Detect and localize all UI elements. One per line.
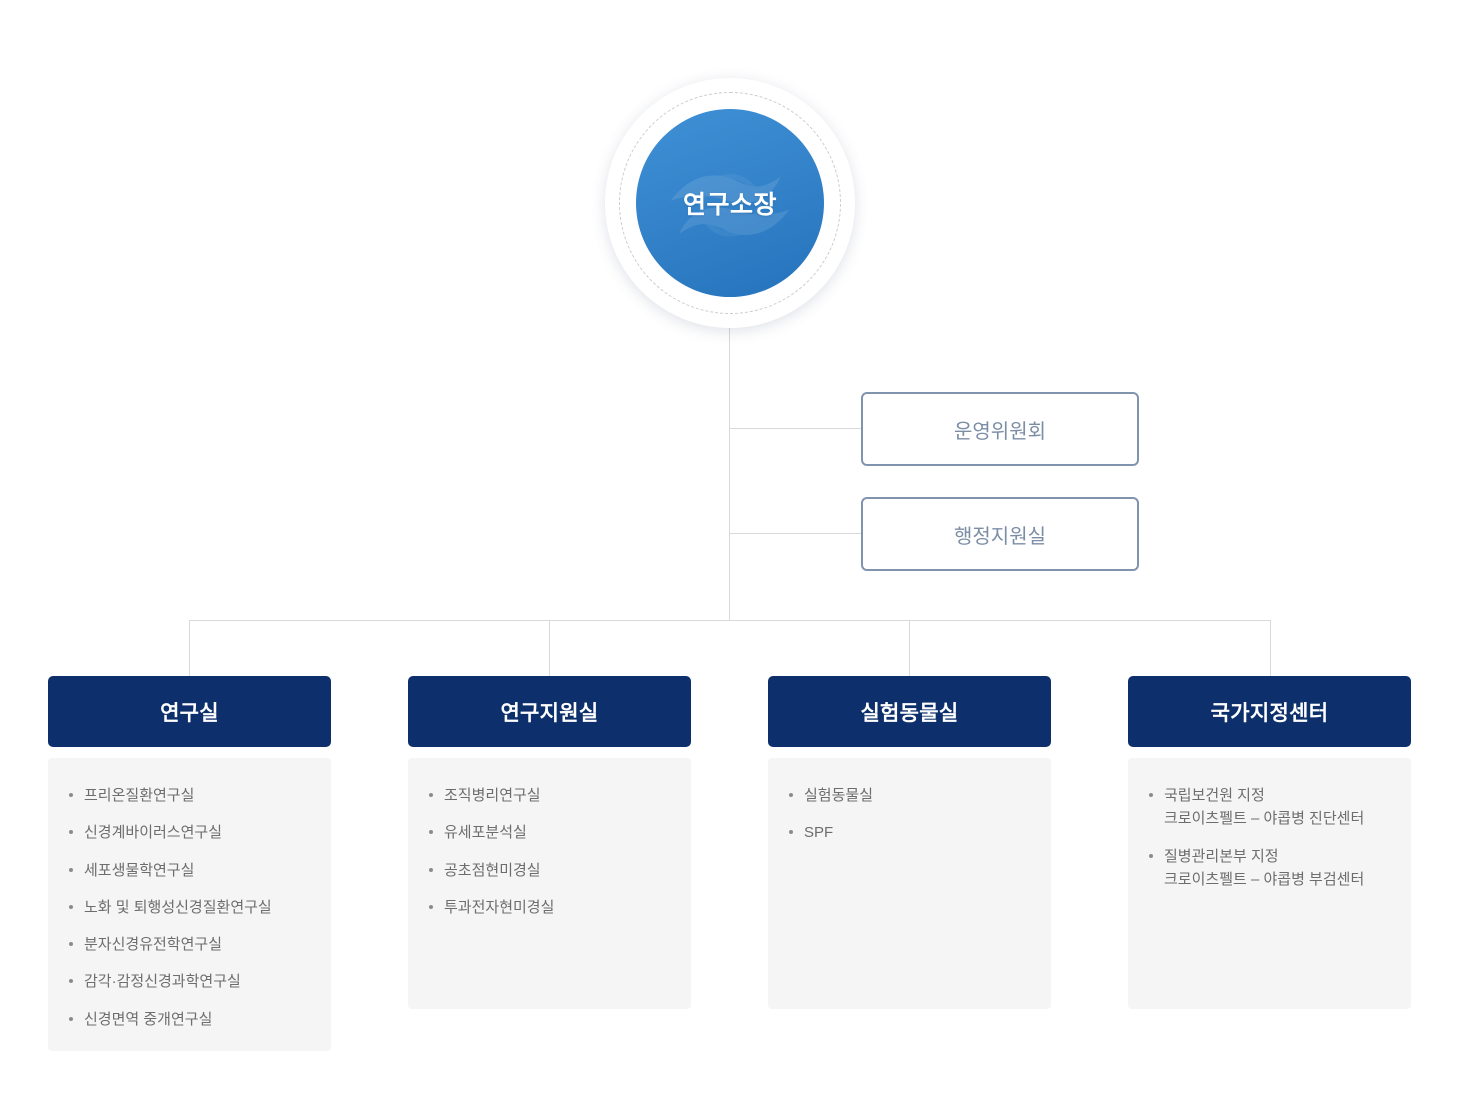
list-item-text: 신경계바이러스연구실 xyxy=(84,824,223,842)
list-item: 신경계바이러스연구실 xyxy=(66,821,313,844)
column-list: 국립보건원 지정 크로이츠펠트 – 야콥병 진단센터 질병관리본부 지정 크로이… xyxy=(1146,784,1393,891)
list-item-text: 질병관리본부 지정 xyxy=(1164,847,1279,865)
connector-drop-2 xyxy=(549,620,550,676)
column-title: 연구지원실 xyxy=(500,701,599,725)
list-item: 공초점현미경실 xyxy=(426,859,673,882)
column-research-labs: 연구실 프리온질환연구실 신경계바이러스연구실 세포생물학연구실 노화 및 퇴행… xyxy=(48,676,331,1051)
column-header-national-centers[interactable]: 국가지정센터 xyxy=(1128,676,1411,747)
list-item-text: 유세포분석실 xyxy=(444,824,527,842)
list-item-text: 프리온질환연구실 xyxy=(84,787,195,804)
column-list: 실험동물실 SPF xyxy=(786,784,1033,845)
list-item-text: 공초점현미경실 xyxy=(444,861,541,879)
root-label: 연구소장 xyxy=(682,191,777,219)
column-header-research-support[interactable]: 연구지원실 xyxy=(408,676,691,747)
list-item: 신경면역 중개연구실 xyxy=(66,1008,313,1031)
list-item-subtext: 크로이츠펠트 – 야콥병 진단센터 xyxy=(1164,810,1365,828)
connector-trunk xyxy=(729,320,730,621)
column-title: 연구실 xyxy=(160,701,219,725)
list-item: 국립보건원 지정 크로이츠펠트 – 야콥병 진단센터 xyxy=(1146,784,1393,831)
list-item: SPF xyxy=(786,821,1033,844)
connector-drop-4 xyxy=(1270,620,1271,676)
column-header-animal-facility[interactable]: 실험동물실 xyxy=(768,676,1051,747)
column-national-centers: 국가지정센터 국립보건원 지정 크로이츠펠트 – 야콥병 진단센터 질병관리본부… xyxy=(1128,676,1411,1051)
list-item: 유세포분석실 xyxy=(426,821,673,844)
list-item-subtext: 크로이츠펠트 – 야콥병 부검센터 xyxy=(1164,870,1365,888)
root-node-director[interactable]: 연구소장 xyxy=(605,78,855,328)
list-item-text: 세포생물학연구실 xyxy=(84,861,195,879)
column-list: 조직병리연구실 유세포분석실 공초점현미경실 투과전자현미경실 xyxy=(426,784,673,919)
list-item-text: 노화 및 퇴행성신경질환연구실 xyxy=(84,898,272,916)
column-body-national-centers: 국립보건원 지정 크로이츠펠트 – 야콥병 진단센터 질병관리본부 지정 크로이… xyxy=(1128,758,1411,1009)
list-item-text: SPF xyxy=(804,824,834,842)
node-steering-committee[interactable]: 운영위원회 xyxy=(861,392,1139,466)
column-body-research-labs: 프리온질환연구실 신경계바이러스연구실 세포생물학연구실 노화 및 퇴행성신경질… xyxy=(48,758,331,1051)
column-header-research-labs[interactable]: 연구실 xyxy=(48,676,331,747)
list-item: 질병관리본부 지정 크로이츠펠트 – 야콥병 부검센터 xyxy=(1146,845,1393,892)
column-animal-facility: 실험동물실 실험동물실 SPF xyxy=(768,676,1051,1051)
list-item: 감각·감정신경과학연구실 xyxy=(66,970,313,993)
column-title: 국가지정센터 xyxy=(1210,701,1329,725)
list-item-text: 분자신경유전학연구실 xyxy=(84,936,223,953)
list-item: 조직병리연구실 xyxy=(426,784,673,807)
list-item: 프리온질환연구실 xyxy=(66,784,313,807)
column-body-animal-facility: 실험동물실 SPF xyxy=(768,758,1051,1009)
connector-to-admin xyxy=(729,533,862,534)
column-title: 실험동물실 xyxy=(860,701,959,725)
list-item: 실험동물실 xyxy=(786,784,1033,807)
list-item-text: 조직병리연구실 xyxy=(444,787,541,804)
list-item: 투과전자현미경실 xyxy=(426,896,673,919)
list-item-text: 실험동물실 xyxy=(804,787,874,804)
node-admin-support[interactable]: 행정지원실 xyxy=(861,497,1139,571)
column-research-support: 연구지원실 조직병리연구실 유세포분석실 공초점현미경실 투과전자현미경실 xyxy=(408,676,691,1051)
connector-horizontal-bar xyxy=(189,620,1271,621)
list-item: 세포생물학연구실 xyxy=(66,859,313,882)
connector-drop-1 xyxy=(189,620,190,676)
root-dashed-ring xyxy=(619,92,841,314)
node-admin-support-label: 행정지원실 xyxy=(954,525,1046,548)
list-item-text: 국립보건원 지정 xyxy=(1164,787,1265,804)
department-columns: 연구실 프리온질환연구실 신경계바이러스연구실 세포생물학연구실 노화 및 퇴행… xyxy=(48,676,1412,1051)
root-circle: 연구소장 xyxy=(636,109,824,297)
list-item: 분자신경유전학연구실 xyxy=(66,933,313,956)
list-item: 노화 및 퇴행성신경질환연구실 xyxy=(66,896,313,919)
connector-to-committee xyxy=(729,428,862,429)
list-item-text: 신경면역 중개연구실 xyxy=(84,1010,213,1028)
column-body-research-support: 조직병리연구실 유세포분석실 공초점현미경실 투과전자현미경실 xyxy=(408,758,691,1009)
node-steering-committee-label: 운영위원회 xyxy=(954,420,1046,443)
column-list: 프리온질환연구실 신경계바이러스연구실 세포생물학연구실 노화 및 퇴행성신경질… xyxy=(66,784,313,1031)
list-item-text: 투과전자현미경실 xyxy=(444,898,555,916)
list-item-text: 감각·감정신경과학연구실 xyxy=(84,973,241,991)
connector-drop-3 xyxy=(909,620,910,676)
